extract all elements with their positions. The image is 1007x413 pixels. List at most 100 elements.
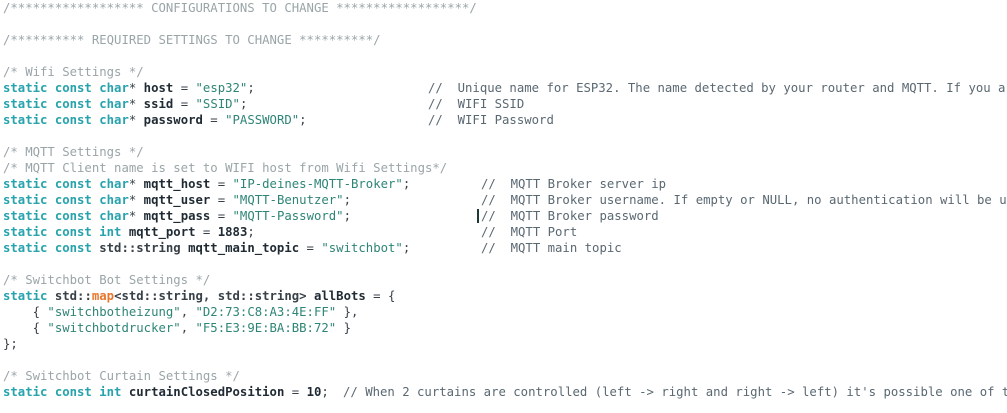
map-key: "switchbotheizung" — [47, 305, 181, 319]
code-line[interactable]: /* MQTT Settings */ — [0, 144, 1007, 160]
entry-close: }, — [336, 305, 359, 319]
code-line[interactable]: /* Switchbot Curtain Settings */ — [0, 368, 1007, 384]
variable-value: 1883 — [217, 225, 248, 239]
block-comment: /* Wifi Settings */ — [3, 65, 144, 79]
code-line[interactable] — [0, 128, 1007, 144]
template-arguments: <std::string, std::string> — [114, 289, 314, 303]
keyword-tokens: static — [3, 289, 48, 303]
pointer-token: * — [128, 81, 144, 95]
code-line[interactable]: { "switchbotheizung", "D2:73:C8:A3:4E:FF… — [0, 304, 1007, 320]
code-line[interactable]: static const char* mqtt_user = "MQTT-Ben… — [0, 192, 1007, 208]
block-comment: /********** REQUIRED SETTINGS TO CHANGE … — [3, 33, 381, 47]
keyword-tokens: static const char — [3, 113, 129, 127]
code-line[interactable]: static const int mqtt_port = 1883;// MQT… — [0, 224, 1007, 240]
statement-terminator: ; — [247, 225, 255, 239]
assign-operator: = — [284, 385, 307, 399]
variable-value: 10 — [306, 385, 322, 399]
variable-value: "PASSWORD" — [225, 113, 300, 127]
keyword-tokens: static const char — [3, 209, 129, 223]
code-line[interactable]: { "switchbotdrucker", "F5:E3:9E:BA:BB:72… — [0, 320, 1007, 336]
trailing-line-comment: // MQTT Port — [481, 225, 578, 239]
keyword-tokens: static const — [3, 241, 92, 255]
pointer-token: * — [128, 193, 144, 207]
code-line[interactable]: /* Switchbot Bot Settings */ — [0, 272, 1007, 288]
code-line[interactable]: /****************** CONFIGURATIONS TO CH… — [0, 0, 1007, 16]
statement-terminator: ; — [343, 209, 351, 223]
variable-name: password — [143, 113, 203, 127]
code-line[interactable] — [0, 256, 1007, 272]
statement-terminator: ; — [343, 193, 351, 207]
keyword-tokens: static const char — [3, 81, 129, 95]
assign-operator: = — [210, 193, 233, 207]
assign-operator: = — [173, 97, 196, 111]
variable-name: host — [143, 81, 174, 95]
code-line[interactable]: static const char* host = "esp32";// Uni… — [0, 80, 1007, 96]
open-brace: { — [388, 289, 396, 303]
keyword-tokens: static const char — [3, 193, 129, 207]
assign-operator: = — [195, 225, 218, 239]
code-line[interactable]: /* MQTT Client name is set to WIFI host … — [0, 160, 1007, 176]
code-line[interactable] — [0, 48, 1007, 64]
code-line[interactable]: static const char* ssid = "SSID";// WIFI… — [0, 96, 1007, 112]
variable-name: mqtt_pass — [143, 209, 211, 223]
keyword-tokens: static const int — [3, 225, 122, 239]
code-line[interactable]: static const char* password = "PASSWORD"… — [0, 112, 1007, 128]
block-comment: /* MQTT Client name is set to WIFI host … — [3, 161, 448, 175]
code-line[interactable] — [0, 352, 1007, 368]
variable-value: "switchbot" — [321, 241, 403, 255]
code-line[interactable]: static const int curtainClosedPosition =… — [0, 384, 1007, 400]
variable-name: mqtt_host — [143, 177, 211, 191]
pointer-token — [121, 225, 128, 239]
variable-name: allBots — [313, 289, 366, 303]
block-comment: /* Switchbot Bot Settings */ — [3, 273, 211, 287]
keyword-tokens: static const char — [3, 97, 129, 111]
code-line[interactable]: static const char* mqtt_pass = "MQTT-Pas… — [0, 208, 1007, 224]
code-line[interactable]: }; — [0, 336, 1007, 352]
entry-close: } — [336, 321, 351, 335]
variable-name: curtainClosedPosition — [128, 385, 285, 399]
trailing-line-comment: // WIFI SSID — [428, 97, 525, 111]
variable-value: "MQTT-Password" — [232, 209, 344, 223]
code-line[interactable] — [0, 16, 1007, 32]
assign-operator: = — [299, 241, 322, 255]
variable-value: "esp32" — [195, 81, 248, 95]
code-line[interactable]: static std::map<std::string, std::string… — [0, 288, 1007, 304]
map-value: "F5:E3:9E:BA:BB:72" — [195, 321, 337, 335]
trailing-line-comment: // MQTT Broker password — [481, 209, 659, 223]
variable-value: "IP-deines-MQTT-Broker" — [232, 177, 403, 191]
map-value: "D2:73:C8:A3:4E:FF" — [195, 305, 337, 319]
entry-separator: , — [180, 321, 196, 335]
text-cursor-caret — [477, 209, 479, 223]
code-line[interactable]: static const char* mqtt_host = "IP-deine… — [0, 176, 1007, 192]
variable-value: "SSID" — [195, 97, 240, 111]
assign-operator: = — [365, 289, 388, 303]
trailing-line-comment: // Unique name for ESP32. The name detec… — [428, 81, 1007, 95]
pointer-token: * — [128, 177, 144, 191]
block-comment: /* MQTT Settings */ — [3, 145, 144, 159]
code-line[interactable]: /********** REQUIRED SETTINGS TO CHANGE … — [0, 32, 1007, 48]
std-type: std::string — [99, 241, 181, 255]
keyword-tokens: static const int — [3, 385, 122, 399]
trailing-line-comment: // MQTT main topic — [481, 241, 622, 255]
keyword-tokens: static const char — [3, 177, 129, 191]
std-namespace: std:: — [47, 289, 92, 303]
trailing-line-comment: // When 2 curtains are controlled (left … — [343, 385, 1007, 399]
map-type: map — [91, 289, 115, 303]
code-line[interactable]: /* Wifi Settings */ — [0, 64, 1007, 80]
statement-terminator: ; — [247, 81, 255, 95]
entry-open: { — [3, 305, 48, 319]
statement-terminator: ; — [299, 113, 307, 127]
variable-name: mqtt_user — [143, 193, 211, 207]
trailing-line-comment: // WIFI Password — [428, 113, 554, 127]
statement-terminator: ; — [402, 177, 411, 191]
trailing-line-comment: // MQTT Broker username. If empty or NUL… — [481, 193, 1007, 207]
assign-operator: = — [210, 209, 233, 223]
code-line[interactable]: static const std::string mqtt_main_topic… — [0, 240, 1007, 256]
pointer-token: * — [128, 97, 144, 111]
assign-operator: = — [210, 177, 233, 191]
block-comment: /* Switchbot Curtain Settings */ — [3, 369, 240, 383]
variable-value: "MQTT-Benutzer" — [232, 193, 344, 207]
entry-separator: , — [180, 305, 196, 319]
